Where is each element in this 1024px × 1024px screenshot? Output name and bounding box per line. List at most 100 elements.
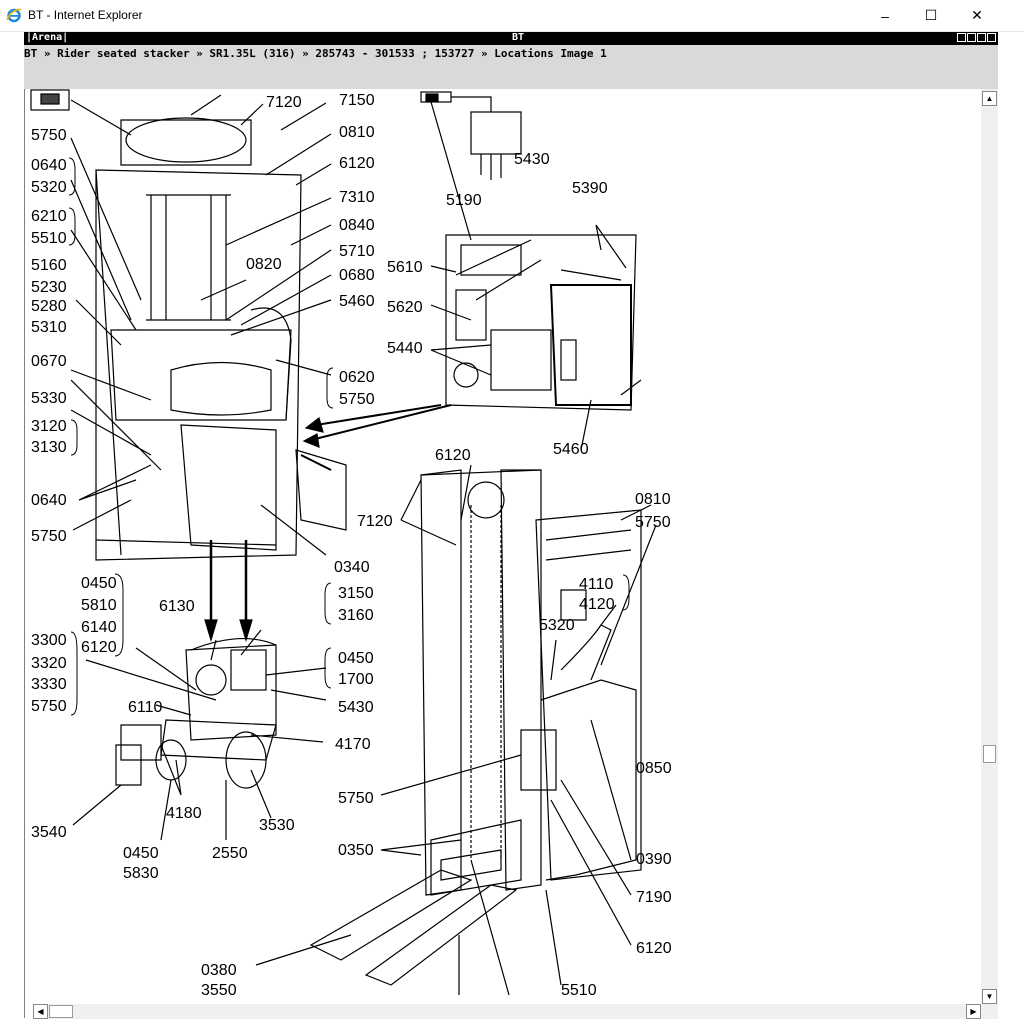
callout-0850: 0850	[636, 760, 672, 777]
callout-3540: 3540	[31, 824, 67, 841]
callout-5390: 5390	[572, 180, 608, 197]
callout-6110: 6110	[128, 699, 163, 716]
maximize-button[interactable]: ☐	[924, 7, 938, 23]
callout-5750: 5750	[338, 790, 374, 807]
list-icon[interactable]	[977, 33, 986, 42]
callout-6140: 6140	[81, 619, 117, 636]
callout-7150: 7150	[339, 92, 375, 109]
scroll-corner	[981, 1004, 998, 1019]
callout-5310: 5310	[31, 319, 67, 336]
callout-6120: 6120	[339, 155, 375, 172]
callout-0810: 0810	[339, 124, 375, 141]
callout-0390: 0390	[636, 851, 672, 868]
callout-5830: 5830	[123, 865, 159, 882]
callout-0810: 0810	[635, 491, 671, 508]
callout-5330: 5330	[31, 390, 67, 407]
callout-7120: 7120	[357, 513, 393, 530]
callout-7190: 7190	[636, 889, 672, 906]
callout-7310: 7310	[339, 189, 375, 206]
callout-brackets	[68, 157, 630, 716]
callout-5460: 5460	[553, 441, 589, 458]
callout-5610: 5610	[387, 259, 423, 276]
arena-toolbar	[957, 33, 996, 42]
callout-3550: 3550	[201, 982, 237, 999]
diagram-viewer[interactable]: 7120 7150 5750 0810 0640 5320 6120 7310 …	[24, 89, 999, 1018]
callout-5620: 5620	[387, 299, 423, 316]
callout-5430: 5430	[514, 151, 550, 168]
arena-center-title: BT	[512, 32, 525, 43]
arena-label: |Arena|	[26, 32, 69, 43]
callout-3120: 3120	[31, 418, 67, 435]
callout-3530: 3530	[259, 817, 295, 834]
view-icon[interactable]	[967, 33, 976, 42]
callout-4110: 4110	[579, 576, 614, 593]
callout-5750: 5750	[339, 391, 375, 408]
callout-7120: 7120	[266, 94, 302, 111]
callout-0450: 0450	[81, 575, 117, 592]
scroll-down-icon[interactable]: ▼	[982, 989, 997, 1004]
callout-0350: 0350	[338, 842, 374, 859]
callout-6130: 6130	[159, 598, 195, 615]
callout-5190: 5190	[446, 192, 482, 209]
callout-0820: 0820	[246, 256, 282, 273]
close-button[interactable]: ✕	[971, 7, 983, 23]
callout-5320: 5320	[539, 617, 575, 634]
callout-0380: 0380	[201, 962, 237, 979]
parts-diagram: 7120 7150 5750 0810 0640 5320 6120 7310 …	[30, 89, 672, 999]
breadcrumb[interactable]: BT » Rider seated stacker » SR1.35L (316…	[24, 47, 607, 60]
callout-5510: 5510	[31, 230, 67, 247]
callout-5280: 5280	[31, 298, 67, 315]
callout-0340: 0340	[334, 559, 370, 576]
callout-0640: 0640	[31, 157, 67, 174]
callout-2550: 2550	[212, 845, 248, 862]
callout-4120: 4120	[579, 596, 615, 613]
minimize-button[interactable]: –	[881, 7, 889, 24]
close-pane-icon[interactable]	[987, 33, 996, 42]
print-icon[interactable]	[957, 33, 966, 42]
callout-3320: 3320	[31, 655, 67, 672]
horizontal-scroll-thumb[interactable]	[49, 1005, 73, 1018]
callout-5810: 5810	[81, 597, 117, 614]
vertical-scrollbar[interactable]: ▲ ▼	[981, 89, 998, 1004]
callout-5230: 5230	[31, 279, 67, 296]
callout-4180: 4180	[166, 805, 202, 822]
callout-5750: 5750	[635, 514, 671, 531]
callout-5750: 5750	[31, 127, 67, 144]
scroll-up-icon[interactable]: ▲	[982, 91, 997, 106]
callout-3130: 3130	[31, 439, 67, 456]
vertical-scroll-thumb[interactable]	[983, 745, 996, 763]
callout-5440: 5440	[387, 340, 423, 357]
callout-5750: 5750	[31, 698, 67, 715]
callout-0450: 0450	[123, 845, 159, 862]
callout-1700: 1700	[338, 671, 374, 688]
callout-labels: 7120 7150 5750 0810 0640 5320 6120 7310 …	[31, 92, 672, 999]
callout-0620: 0620	[339, 369, 375, 386]
callout-5750: 5750	[31, 528, 67, 545]
callout-4170: 4170	[335, 736, 371, 753]
breadcrumb-bar: BT » Rider seated stacker » SR1.35L (316…	[24, 45, 998, 89]
callout-5320: 5320	[31, 179, 67, 196]
callout-5710: 5710	[339, 243, 375, 260]
callout-3300: 3300	[31, 632, 67, 649]
window-titlebar: BT - Internet Explorer – ☐ ✕	[0, 0, 1024, 32]
scroll-right-icon[interactable]: ▶	[966, 1004, 981, 1019]
callout-3150: 3150	[338, 585, 374, 602]
callout-0640: 0640	[31, 492, 67, 509]
internet-explorer-icon	[6, 8, 22, 23]
callout-3330: 3330	[31, 676, 67, 693]
callout-0680: 0680	[339, 267, 375, 284]
callout-5160: 5160	[31, 257, 67, 274]
callout-0840: 0840	[339, 217, 375, 234]
scroll-left-icon[interactable]: ◀	[33, 1004, 48, 1019]
callout-6210: 6210	[31, 208, 67, 225]
callout-5460: 5460	[339, 293, 375, 310]
callout-6120: 6120	[435, 447, 471, 464]
callout-5430: 5430	[338, 699, 374, 716]
callout-3160: 3160	[338, 607, 374, 624]
detail-panel	[295, 449, 347, 531]
horizontal-scrollbar[interactable]: ◀ ▶	[33, 1004, 981, 1019]
callout-5510: 5510	[561, 982, 597, 999]
callout-0670: 0670	[31, 353, 67, 370]
callout-6120: 6120	[636, 940, 672, 957]
callout-0450: 0450	[338, 650, 374, 667]
